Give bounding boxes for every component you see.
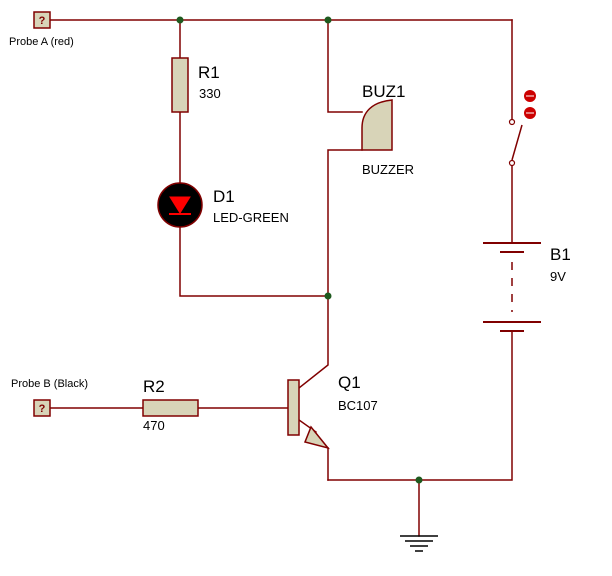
d1-value: LED-GREEN	[213, 210, 289, 225]
resistor-r2[interactable]: R2 470	[142, 377, 199, 433]
b1-value: 9V	[550, 269, 566, 284]
resistor-r1[interactable]: R1 330	[171, 57, 221, 113]
q1-value: BC107	[338, 398, 378, 413]
wire-buzzer-bottom	[327, 149, 363, 297]
r1-ref: R1	[198, 63, 220, 82]
junction-dot	[324, 16, 332, 24]
buzzer-buz1[interactable]: BUZ1 BUZZER	[361, 82, 414, 177]
led-icon	[157, 182, 203, 228]
junction-dot	[324, 292, 332, 300]
battery-b1[interactable]: B1 9V	[483, 242, 571, 332]
probe-a-label: Probe A (red)	[9, 36, 74, 48]
probe-b[interactable]: ? Probe B (Black)	[11, 378, 88, 417]
junction-dot	[415, 476, 423, 484]
resistor-icon	[142, 399, 199, 417]
resistor-icon	[171, 57, 189, 113]
junction-dot	[176, 16, 184, 24]
probe-terminal-icon	[33, 11, 51, 29]
r2-value: 470	[143, 418, 165, 433]
battery-icon	[483, 242, 541, 332]
wire-battery-bottom	[327, 330, 513, 481]
buzzer-icon	[361, 99, 393, 151]
wires	[49, 19, 513, 537]
junctions	[176, 16, 423, 484]
q1-ref: Q1	[338, 373, 361, 392]
wire-buzzer-top	[327, 19, 363, 113]
probe-b-symbol: ?	[39, 403, 46, 415]
probe-b-label: Probe B (Black)	[11, 378, 88, 390]
switch-icon	[508, 90, 536, 167]
npn-transistor-icon	[287, 379, 331, 450]
transistor-q1[interactable]: Q1 BC107	[287, 373, 378, 450]
ground	[400, 535, 438, 552]
led-d1[interactable]: D1 LED-GREEN	[157, 182, 289, 228]
switch[interactable]	[508, 90, 537, 167]
b1-ref: B1	[550, 245, 571, 264]
wire-collector	[297, 295, 329, 390]
wire-led-bottom	[179, 226, 329, 297]
probe-a[interactable]: ? Probe A (red)	[9, 11, 74, 48]
d1-ref: D1	[213, 187, 235, 206]
r1-value: 330	[199, 86, 221, 101]
buz1-value: BUZZER	[362, 162, 414, 177]
probe-a-symbol: ?	[39, 15, 46, 27]
r2-ref: R2	[143, 377, 165, 396]
probe-terminal-icon	[33, 399, 51, 417]
ground-icon	[400, 535, 438, 552]
buz1-ref: BUZ1	[362, 82, 405, 101]
